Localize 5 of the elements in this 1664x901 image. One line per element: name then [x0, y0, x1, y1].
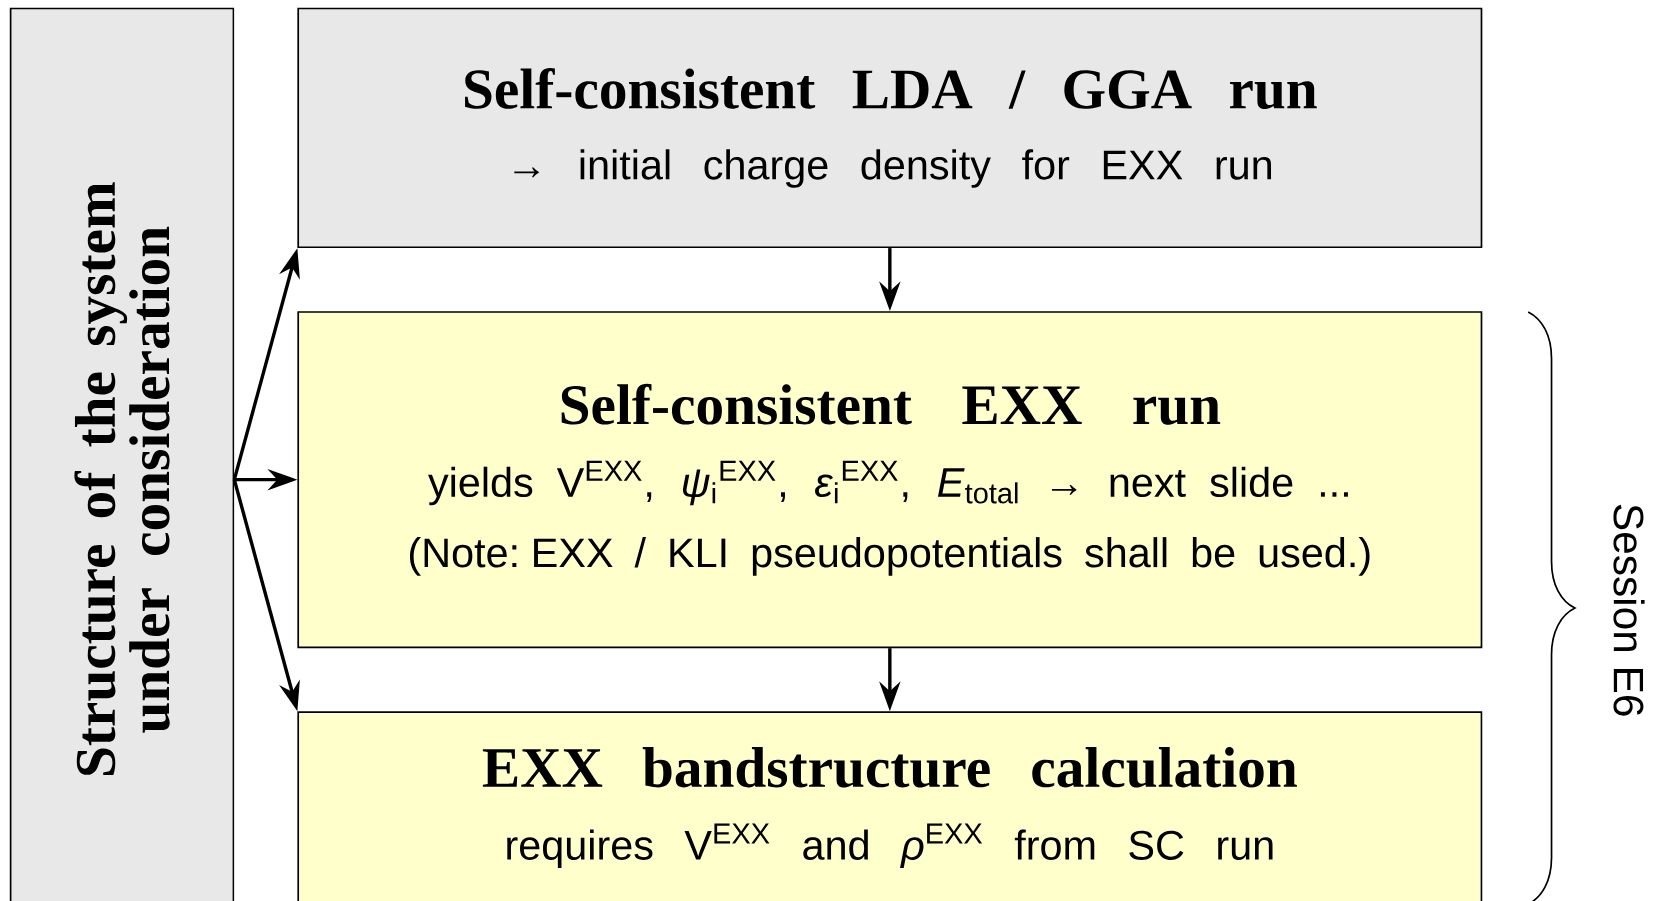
side-label: Session E6: [1613, 504, 1645, 716]
process-box: Self-consistent LDA / GGA run → initial charge density for EXX run: [297, 7, 1483, 249]
process-box: EXX bandstructure calculation requires V$^{EXX}$ and ρ$^{EXX}$ from SC run: [297, 711, 1483, 901]
side-box: Structure of the system under consideration: [9, 7, 235, 901]
process-box: Self-consistent EXX run yields V$^{EXX}$, ψ$_{i}$$^{EXX}$, ε$_{i}$$^{EXX}$, E$_{total}$ → next slide ... (Note: EXX / KLI pseudopotentials shall be used.): [297, 311, 1483, 649]
